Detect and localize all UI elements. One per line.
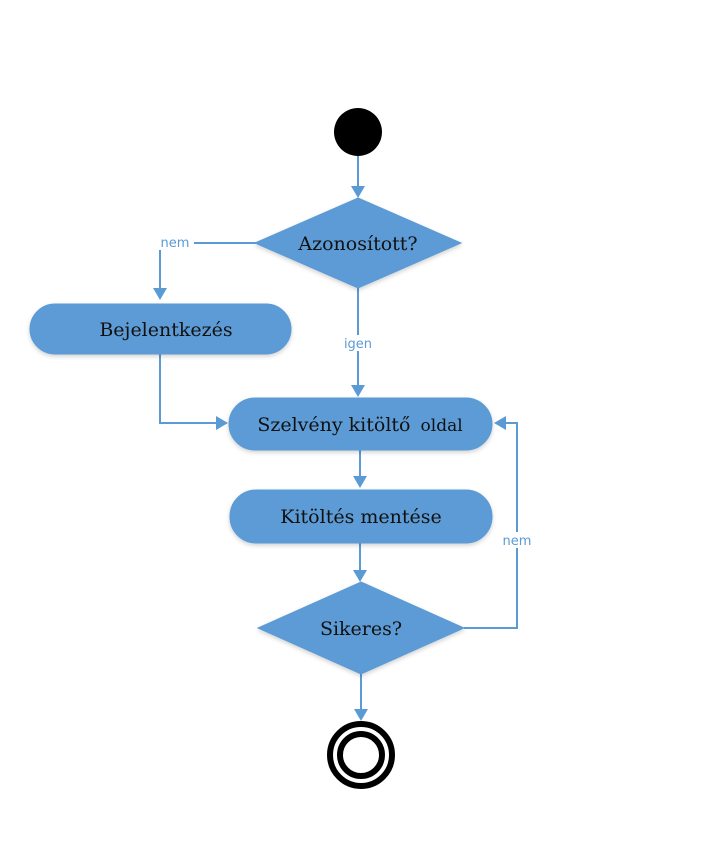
arrowhead-icon <box>354 709 368 721</box>
decision-diamond-shape <box>256 581 466 675</box>
action-ticket-page: Szelvény kitöltő oldal <box>228 397 493 451</box>
edge-login-to-ticket-page <box>159 354 220 424</box>
decision-authenticated-label: Azonosított? <box>297 233 417 255</box>
decision-diamond-shape <box>253 197 463 289</box>
edge-label-not-successful: nem <box>503 534 532 549</box>
action-save: Kitöltés mentése <box>229 489 493 544</box>
action-ticket-page-label-main: Szelvény kitöltő <box>257 414 410 436</box>
decision-success: Sikeres? <box>256 581 466 675</box>
action-save-label: Kitöltés mentése <box>280 506 441 528</box>
end-node-icon <box>327 721 395 789</box>
arrowhead-icon <box>351 385 365 397</box>
action-ticket-page-shape <box>228 397 493 451</box>
edge-label-authenticated: igen <box>344 337 372 352</box>
arrowhead-icon <box>153 288 167 300</box>
action-login: Bejelentkezés <box>29 303 292 355</box>
edge-success-no <box>464 422 518 629</box>
arrowhead-icon <box>353 570 367 582</box>
edge-labels: nem igen nem <box>156 234 536 549</box>
arrowhead-icon <box>353 476 367 488</box>
arrowhead-icon <box>216 416 228 430</box>
action-login-shape <box>29 303 292 355</box>
action-save-shape <box>229 489 493 544</box>
arrowhead-icon <box>351 186 365 198</box>
decision-success-label: Sikeres? <box>320 618 402 640</box>
arrowhead-icon <box>494 416 506 430</box>
action-ticket-page-label-suffix: oldal <box>421 416 463 436</box>
decision-authenticated: Azonosított? <box>253 197 463 289</box>
action-login-label: Bejelentkezés <box>99 319 232 341</box>
edge-label-not-authenticated: nem <box>161 236 190 251</box>
start-node-icon <box>334 108 382 156</box>
action-ticket-page-label: Szelvény kitöltő oldal <box>257 414 462 436</box>
